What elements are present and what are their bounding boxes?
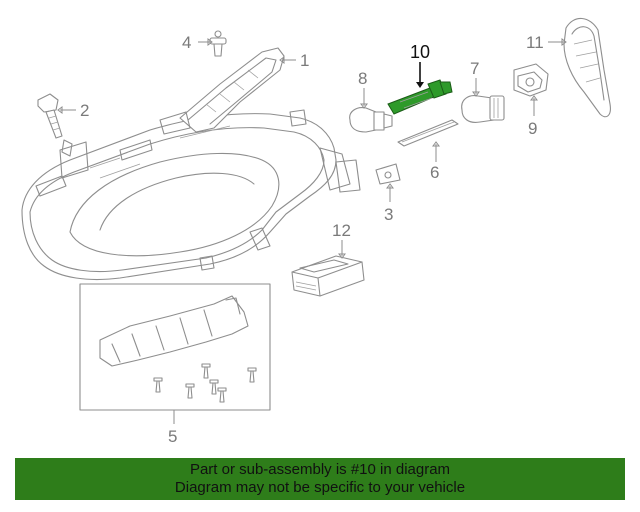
headlamp-exploded-diagram: 1 2 3 4 5 6 7 8 9 10 11 12 xyxy=(21,17,611,446)
upper-mounting-bracket[interactable] xyxy=(159,47,285,135)
ballast-module-part-12[interactable] xyxy=(291,255,365,297)
callout-labels: 1 2 3 4 5 6 7 8 9 10 11 12 xyxy=(80,33,544,446)
lens-strip-part-6[interactable] xyxy=(397,119,459,147)
clip-part-3[interactable] xyxy=(375,163,401,185)
info-banner: Part or sub-assembly is #10 in diagram D… xyxy=(15,458,625,500)
callout-4[interactable]: 4 xyxy=(182,33,191,52)
banner-line-1: Part or sub-assembly is #10 in diagram xyxy=(189,461,451,478)
callout-10-highlighted[interactable]: 10 xyxy=(410,42,430,62)
callout-9[interactable]: 9 xyxy=(528,119,537,138)
bracket-kit-part-5[interactable] xyxy=(79,283,271,411)
callout-5[interactable]: 5 xyxy=(168,427,177,446)
socket-part-10-highlighted[interactable] xyxy=(387,79,453,115)
screw-set xyxy=(153,363,257,403)
side-marker-part-11[interactable] xyxy=(563,17,611,118)
leader-lines xyxy=(57,38,567,424)
socket-part-9[interactable] xyxy=(513,63,549,97)
headlamp-housing[interactable] xyxy=(21,109,361,281)
callout-11[interactable]: 11 xyxy=(526,33,544,52)
callout-1[interactable]: 1 xyxy=(300,51,309,70)
clip-fastener-part-4[interactable] xyxy=(209,30,227,57)
bulb-part-8[interactable] xyxy=(349,107,393,133)
bulb-part-7[interactable] xyxy=(461,95,505,123)
callout-2[interactable]: 2 xyxy=(80,101,89,120)
bolt-part-2[interactable] xyxy=(37,93,63,139)
banner-line-2: Diagram may not be specific to your vehi… xyxy=(174,479,466,496)
callout-3[interactable]: 3 xyxy=(384,205,393,224)
callout-7[interactable]: 7 xyxy=(470,59,479,78)
callout-12[interactable]: 12 xyxy=(332,221,351,240)
callout-8[interactable]: 8 xyxy=(358,69,367,88)
callout-6[interactable]: 6 xyxy=(430,163,439,182)
